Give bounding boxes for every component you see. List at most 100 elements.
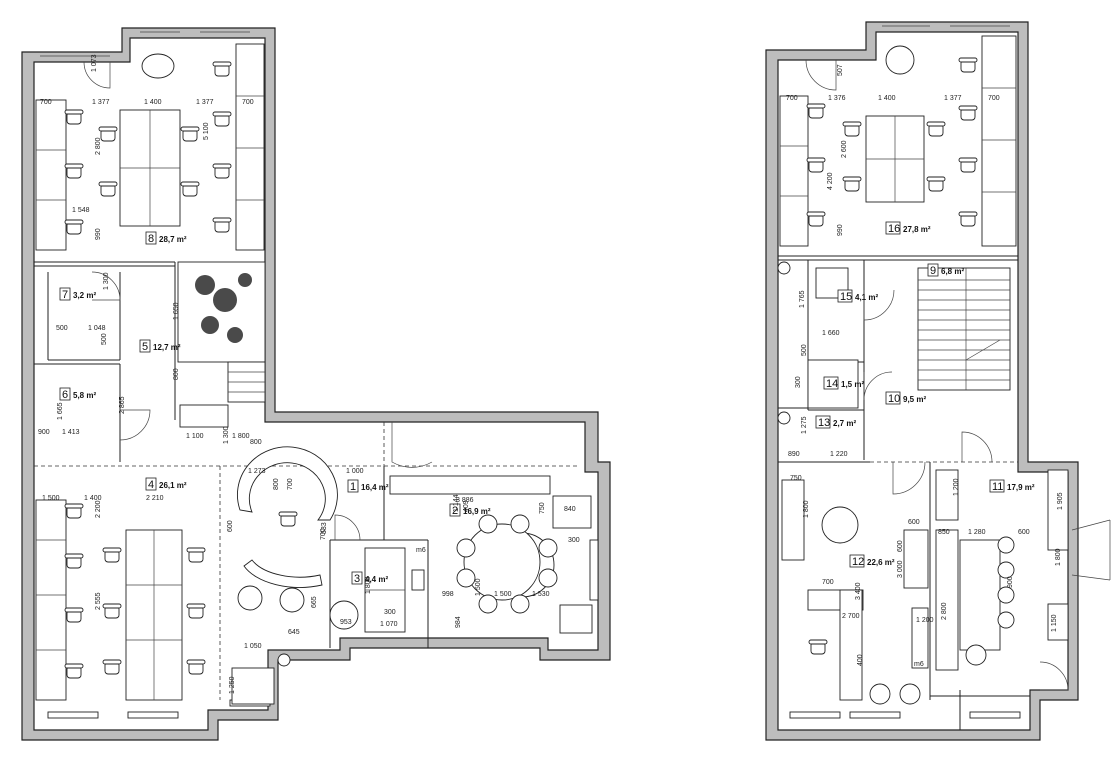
dimension-label: 400 [857,654,864,666]
plan_right-room-tag-11: 11 17,9 m² [989,479,1035,493]
plan_left-room-tag-8: 8 28,7 m² [145,231,187,245]
dimension-label: 2 555 [95,592,102,610]
office-chair-icon [102,659,122,675]
dimension-label: 890 [788,451,800,458]
office-chair-icon [926,121,946,137]
dimension-label: 1 220 [830,451,848,458]
left-desks-top [35,43,265,251]
office-chair-icon [64,109,84,125]
office-chair-icon [212,163,232,179]
office-chair-icon [958,57,978,73]
room-area: 9,5 m² [903,395,926,404]
office-chair-icon [64,219,84,235]
dimension-label: 600 [908,519,920,526]
dimension-label: 1 144 [453,494,460,512]
office-chair-icon [806,157,826,173]
dimension-label: 2 600 [841,140,848,158]
dimension-label: m6 [416,547,426,554]
right-windows [789,25,1111,719]
dimension-label: 1 100 [186,433,204,440]
dimension-label: 1 500 [494,591,512,598]
office-chair-icon [98,126,118,142]
dimension-label: 800 [173,368,180,380]
dimension-label: 300 [384,609,396,616]
left-plant-courtyard [177,261,266,428]
office-chair-icon [806,103,826,119]
dimension-label: 750 [790,475,802,482]
meeting-chair-icon [478,514,498,534]
right-chairs-group [806,57,978,655]
dimension-label: 1 377 [196,99,214,106]
right-staircase [917,267,1011,391]
plan_right-room-tag-9: 9 6,8 m² [927,263,964,277]
dimension-label: 1 300 [103,272,110,290]
dimension-label: 3 886 [456,497,474,504]
office-chair-icon [186,547,206,563]
office-chair-icon [64,503,84,519]
room-number: 14 [826,378,838,390]
room-area: 17,9 m² [1007,483,1035,492]
office-chair-icon [64,663,84,679]
room-area: 16,9 m² [463,507,491,516]
room-number: 11 [992,481,1003,493]
dimension-label: 700 [242,99,254,106]
dimension-label: 1 665 [57,402,64,420]
office-chair-icon [102,603,122,619]
room-area: 5,8 m² [73,391,96,400]
office-chair-icon [926,176,946,192]
room-number: 10 [888,393,900,405]
right-kitchen-lounge [777,261,1069,705]
room-area: 22,6 m² [867,558,895,567]
room-number: 12 [852,556,864,568]
office-chair-icon [98,181,118,197]
dimension-label: 1 250 [229,676,236,694]
office-chair-icon [278,511,298,527]
dimension-label: 840 [564,506,576,513]
dimension-label: 1 500 [42,495,60,502]
left-chairs-group [64,61,558,679]
dimension-label: 500 [56,325,68,332]
dimension-label: 1 800 [232,433,250,440]
room-area: 28,7 m² [159,235,187,244]
room-number: 16 [888,223,900,235]
dimension-label: 500 [101,333,108,345]
office-chair-icon [64,163,84,179]
room-area: 1,5 m² [841,380,864,389]
dimension-label: 1 548 [72,207,90,214]
office-chair-icon [186,659,206,675]
dimension-label: 4 200 [827,172,834,190]
left-desks-bottom [35,499,183,701]
office-chair-icon [958,105,978,121]
room-number: 7 [62,289,68,301]
room-number: 8 [148,233,154,245]
dimension-label: 990 [837,224,844,236]
dimension-label: 3 000 [897,560,904,578]
room-area: 16,4 m² [361,483,389,492]
meeting-chair-icon [456,568,476,588]
dimension-label: 700 [822,579,834,586]
dimension-label: 1 000 [346,468,364,475]
room-number: 5 [142,341,148,353]
right-desks-top [779,35,1017,247]
room-number: 3 [354,573,360,585]
room-number: 9 [930,265,936,277]
dimension-label: 900 [1007,576,1014,588]
meeting-chair-icon [538,538,558,558]
dimension-label: 1 376 [828,95,846,102]
room-area: 4,1 m² [855,293,878,302]
room-area: 6,8 m² [941,267,964,276]
office-chair-icon [212,61,232,77]
dimension-label: 2 865 [119,396,126,414]
meeting-chair-icon [510,594,530,614]
